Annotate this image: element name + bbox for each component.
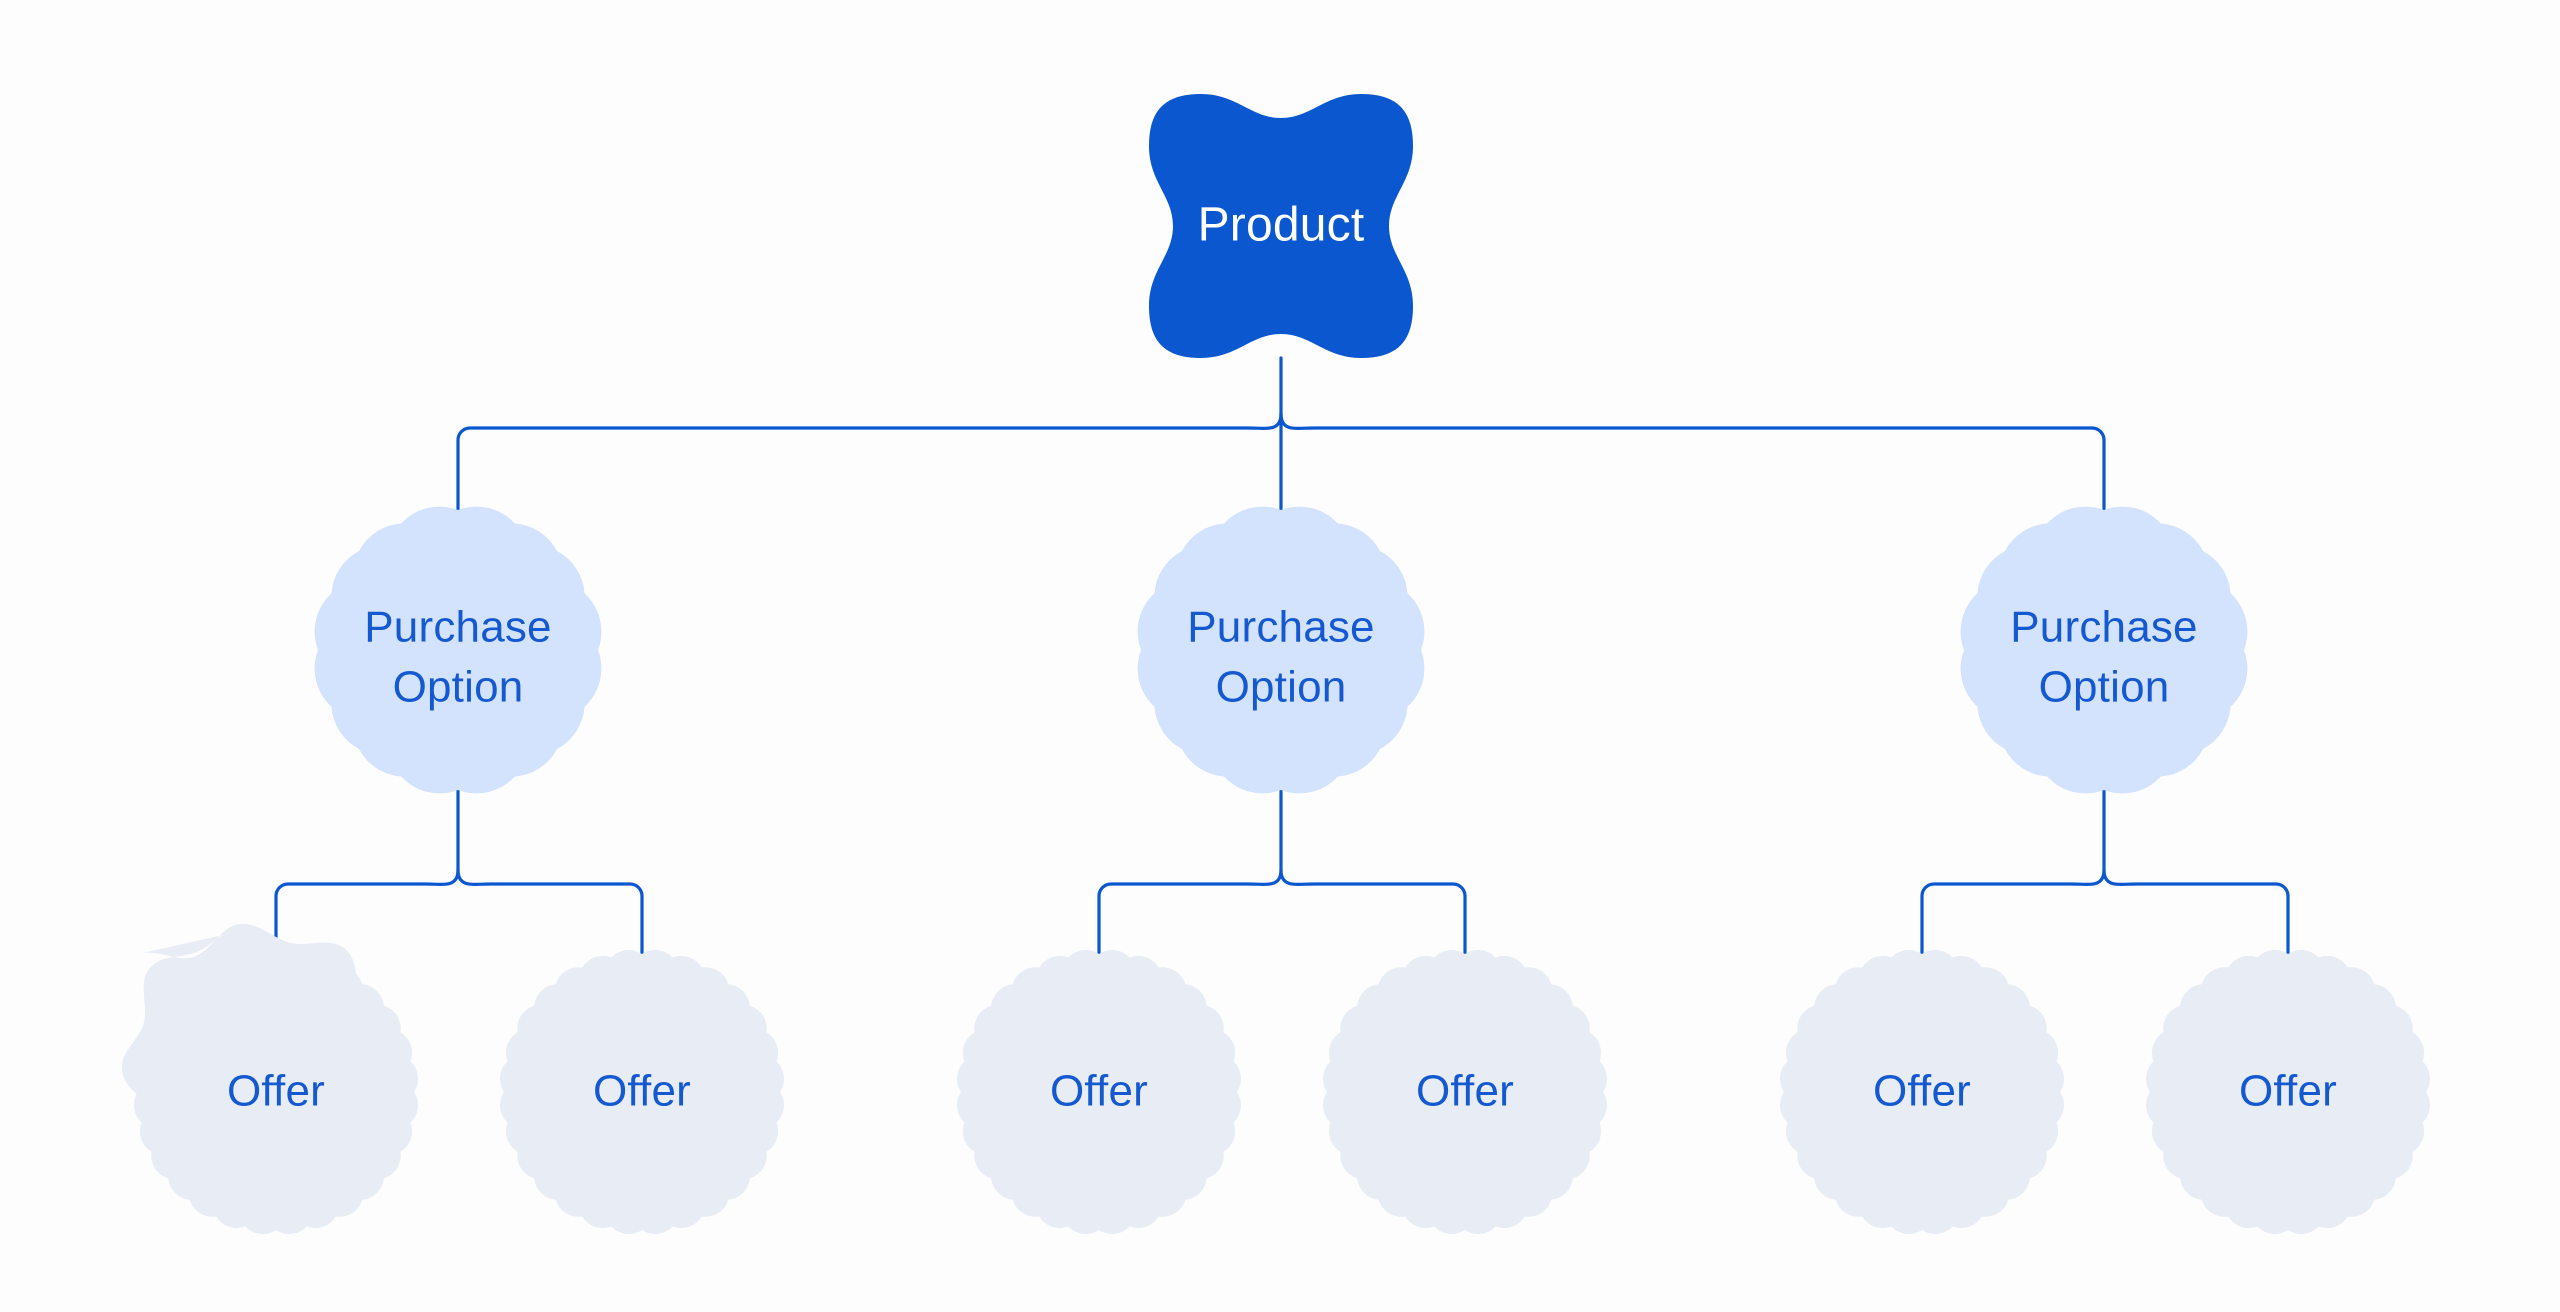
connector-group-po-2 bbox=[1097, 786, 1467, 958]
product-label: Product bbox=[1198, 199, 1365, 252]
node-purchase-option-2[interactable]: Purchase Option bbox=[1137, 506, 1425, 794]
purchase-option-label-line2: Option bbox=[2039, 663, 2170, 712]
edge-po1-to-offer1 bbox=[274, 868, 460, 958]
offer-label: Offer bbox=[1050, 1067, 1148, 1116]
node-product[interactable]: Product bbox=[1149, 94, 1413, 358]
node-offer-1[interactable]: Offer bbox=[133, 949, 419, 1235]
offer-label: Offer bbox=[1416, 1067, 1514, 1116]
node-offer-5[interactable]: Offer bbox=[1779, 949, 2065, 1235]
edge-po3-to-offer6 bbox=[2102, 868, 2290, 958]
node-offer-4[interactable]: Offer bbox=[1322, 949, 1608, 1235]
node-offer-6[interactable]: Offer bbox=[2145, 949, 2431, 1235]
connector-group-root bbox=[456, 356, 2106, 515]
purchase-option-row: Purchase Option Purchase Option Purchase… bbox=[314, 506, 2248, 794]
edge-po2-to-offer3 bbox=[1097, 868, 1283, 958]
purchase-option-label-line1: Purchase bbox=[2010, 603, 2197, 652]
edge-po3-to-offer5 bbox=[1920, 868, 2106, 958]
purchase-option-label-line2: Option bbox=[393, 663, 524, 712]
offer-row: Offer Offer Offer Offer Offer Offer bbox=[133, 949, 2431, 1235]
purchase-option-label-line2: Option bbox=[1216, 663, 1347, 712]
edge-po1-to-offer2 bbox=[456, 868, 644, 958]
purchase-option-label-line1: Purchase bbox=[364, 603, 551, 652]
edge-product-to-po-1 bbox=[456, 412, 1283, 515]
node-purchase-option-3[interactable]: Purchase Option bbox=[1960, 506, 2248, 794]
offer-label: Offer bbox=[1873, 1067, 1971, 1116]
edge-product-to-po-3 bbox=[1279, 412, 2106, 515]
offer-label: Offer bbox=[2239, 1067, 2337, 1116]
offer-label: Offer bbox=[227, 1067, 325, 1116]
connector-group-po-1 bbox=[274, 786, 644, 958]
edge-po2-to-offer4 bbox=[1279, 868, 1467, 958]
node-offer-2[interactable]: Offer bbox=[499, 949, 785, 1235]
purchase-option-label-line1: Purchase bbox=[1187, 603, 1374, 652]
node-purchase-option-1[interactable]: Purchase Option bbox=[314, 506, 602, 794]
offer-label: Offer bbox=[593, 1067, 691, 1116]
connector-group-po-3 bbox=[1920, 786, 2290, 958]
node-offer-3[interactable]: Offer bbox=[956, 949, 1242, 1235]
